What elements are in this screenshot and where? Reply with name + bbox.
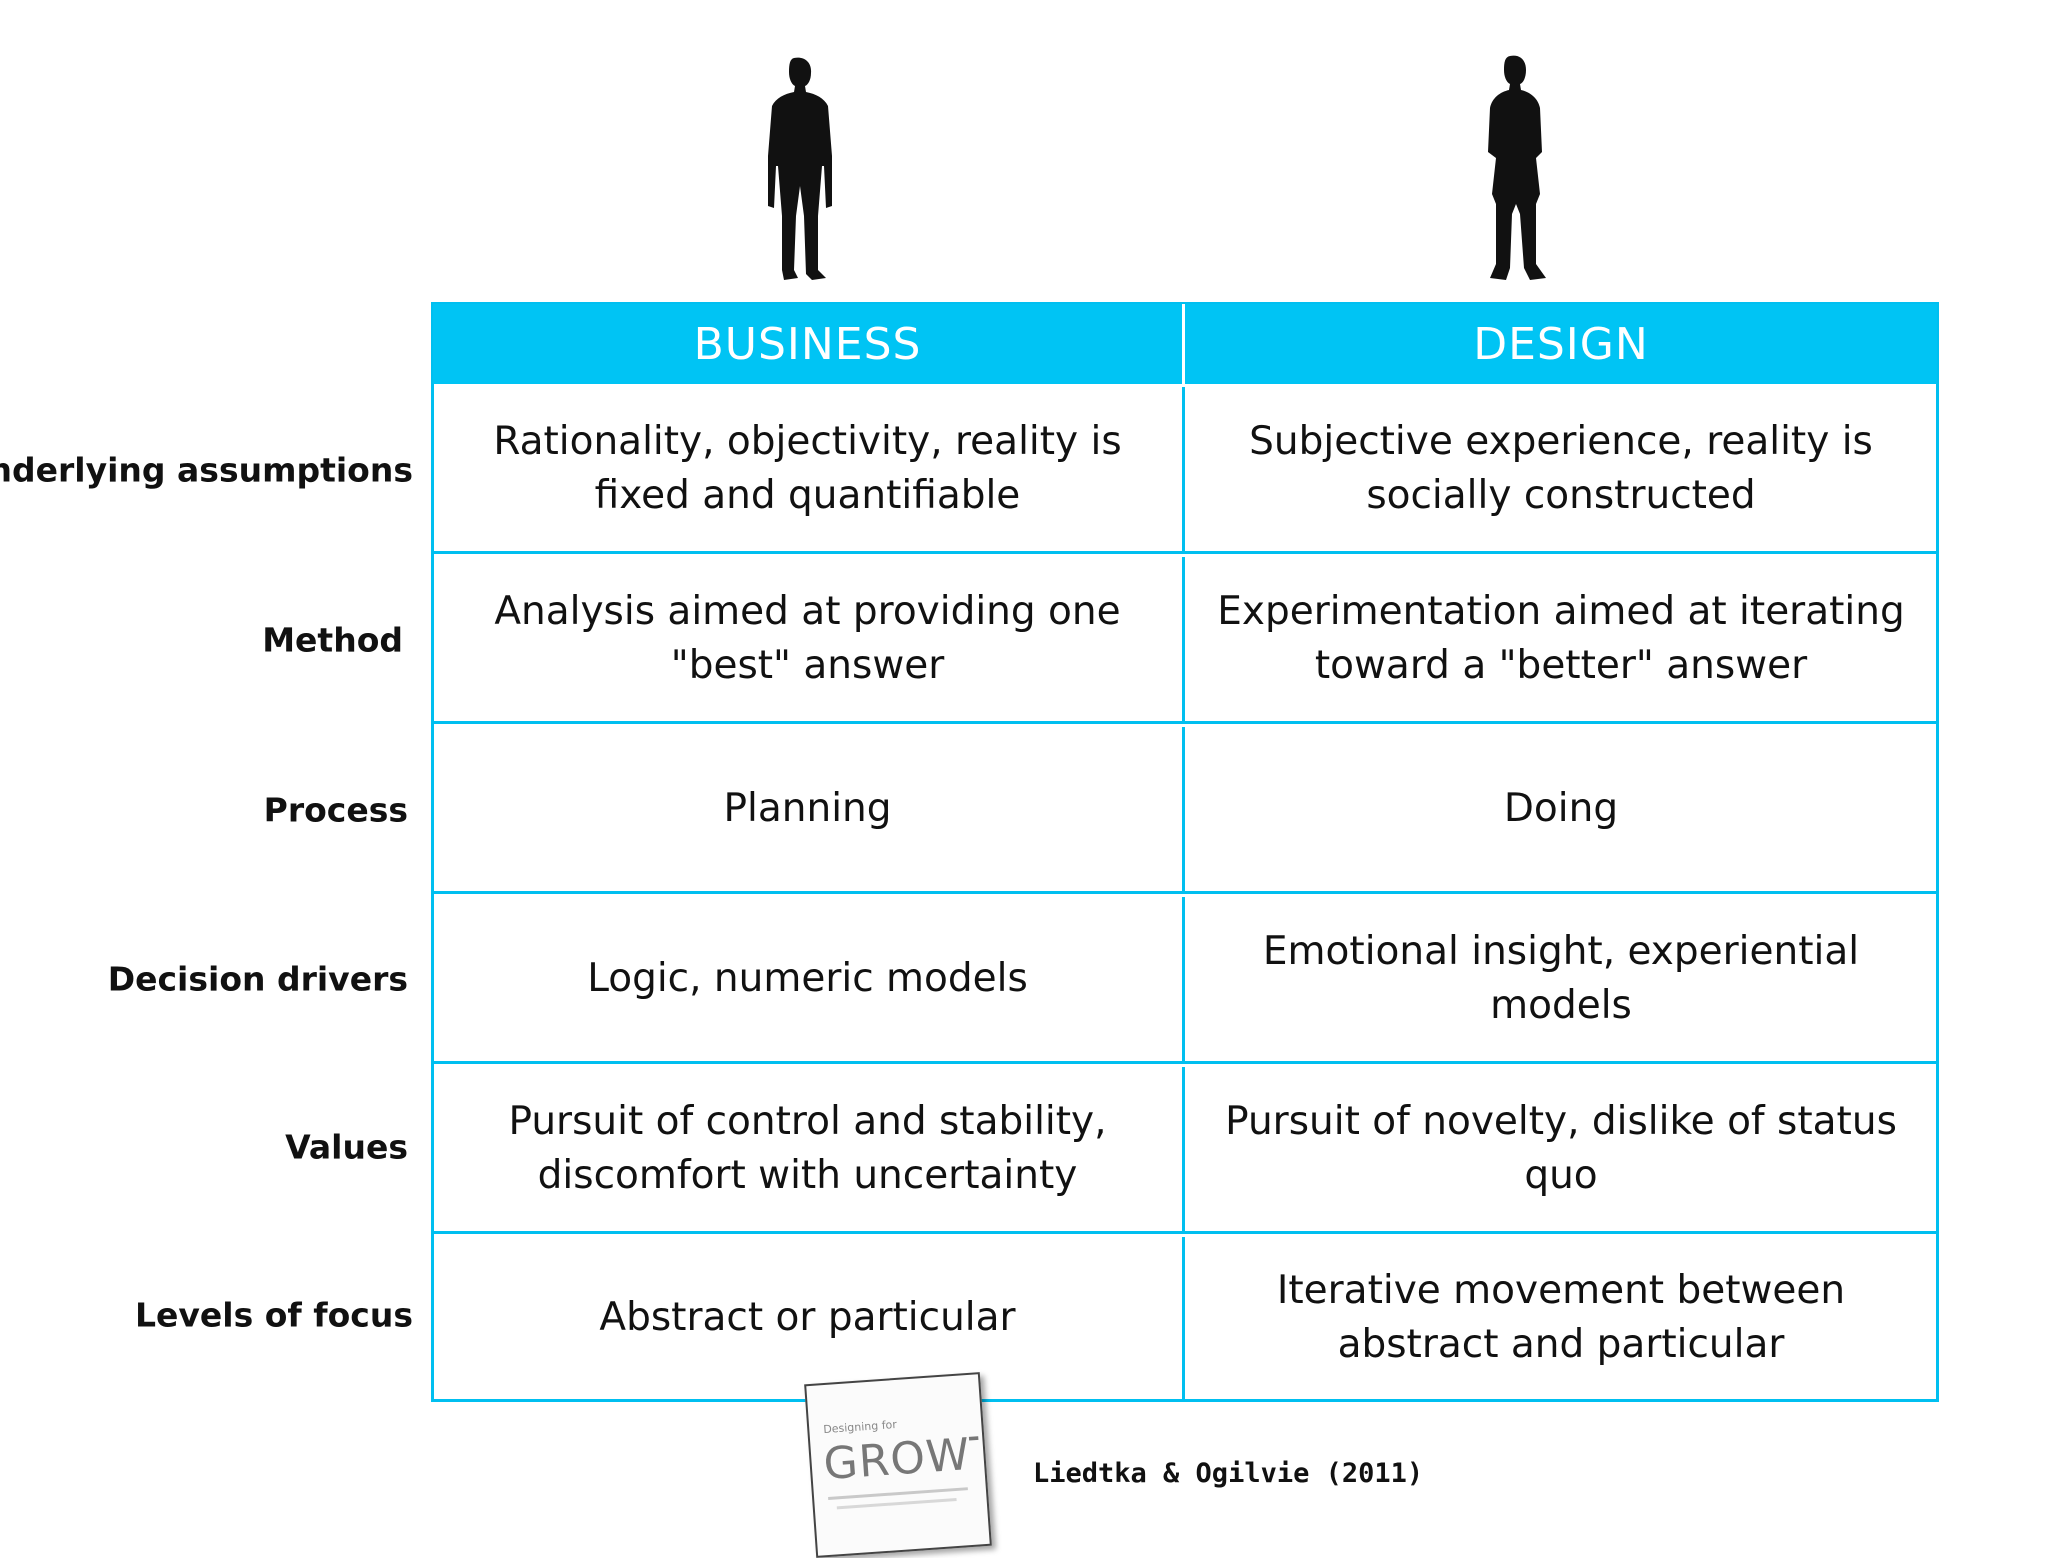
book-cover-image: Designing for GROWTH xyxy=(804,1372,992,1558)
table-row: Rationality, objectivity, reality is fix… xyxy=(433,387,1937,554)
design-cell: Subjective experience, reality is social… xyxy=(1249,419,1873,518)
table-row: Pursuit of control and stability, discom… xyxy=(433,1067,1937,1234)
business-cell: Abstract or particular xyxy=(433,1237,1185,1399)
business-cell: Rationality, objectivity, reality is fix… xyxy=(433,387,1185,551)
business-cell: Planning xyxy=(433,727,1185,891)
table-row: Abstract or particular Iterative movemen… xyxy=(433,1237,1937,1399)
row-label-process: Process xyxy=(263,790,408,830)
design-cell: Emotional insight, experiential models xyxy=(1262,929,1860,1028)
table-row: Logic, numeric models Emotional insight,… xyxy=(433,897,1937,1064)
column-header-business: BUSINESS xyxy=(433,304,1185,384)
row-label-method: Method xyxy=(262,620,403,660)
book-title-logo: Designing for GROWTH xyxy=(822,1418,983,1510)
book-overline: Designing for xyxy=(823,1418,898,1436)
row-label-underlying-assumptions: Underlying assumptions xyxy=(0,450,413,490)
businessman-silhouette-icon xyxy=(768,57,832,280)
row-label-values: Values xyxy=(285,1127,408,1167)
table-header-row: BUSINESS DESIGN xyxy=(433,304,1937,384)
comparison-table xyxy=(431,302,1939,1402)
row-label-levels-of-focus: Levels of focus xyxy=(135,1295,413,1335)
design-cell: Pursuit of novelty, dislike of status qu… xyxy=(1225,1099,1897,1198)
business-cell: Analysis aimed at providing one "best" a… xyxy=(433,557,1185,721)
citation-text: Liedtka & Ogilvie (2011) xyxy=(1033,1458,1424,1489)
row-label-decision-drivers: Decision drivers xyxy=(107,959,408,999)
design-cell: Experimentation aimed at iterating towar… xyxy=(1217,589,1905,688)
design-cell: Iterative movement between abstract and … xyxy=(1276,1268,1846,1367)
design-cell: Doing xyxy=(1503,786,1619,831)
designer-silhouette-icon xyxy=(1488,55,1546,281)
column-header-design: DESIGN xyxy=(1473,318,1649,370)
business-cell: Pursuit of control and stability, discom… xyxy=(433,1067,1185,1231)
table-row: Planning Doing xyxy=(433,727,1937,894)
table-row: Analysis aimed at providing one "best" a… xyxy=(433,557,1937,724)
business-cell: Logic, numeric models xyxy=(433,897,1185,1061)
